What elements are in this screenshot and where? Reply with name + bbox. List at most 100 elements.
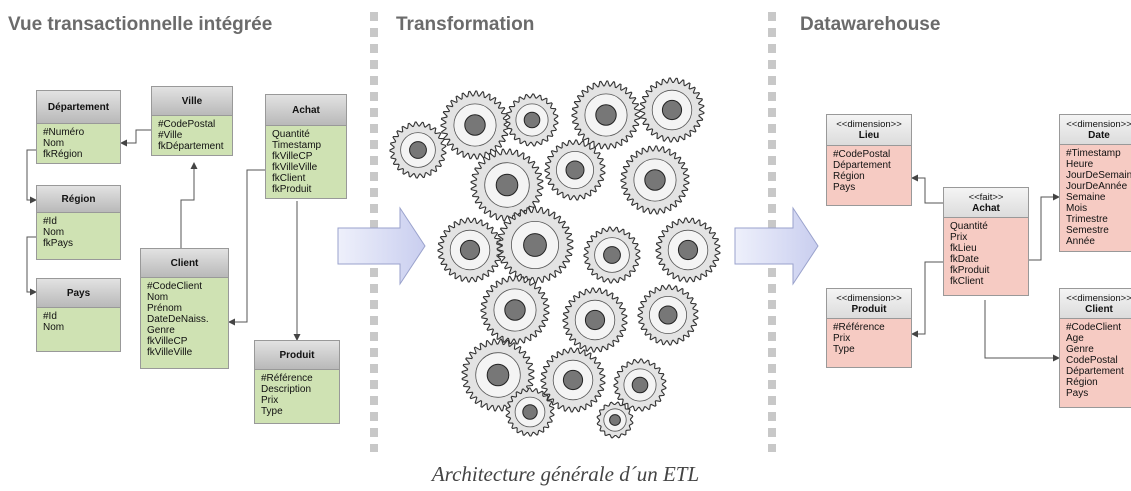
table-field: fkLieu: [950, 243, 977, 254]
gear-hub: [504, 299, 526, 321]
table-field: Heure: [1066, 159, 1094, 170]
gear-hub: [644, 169, 666, 191]
table-field: fkVilleCP: [272, 151, 313, 162]
table-field: fkDate: [950, 254, 979, 265]
table-field: Nom: [43, 322, 65, 333]
table-header: Produit: [255, 341, 339, 370]
gear-hub: [409, 141, 427, 159]
table-field: #Timestamp: [1066, 148, 1121, 159]
table-field: fkRégion: [43, 149, 83, 160]
table-header: Pays: [37, 279, 120, 308]
table-field: Age: [1066, 333, 1084, 344]
table-header: <<dimension>> Lieu: [827, 115, 911, 146]
table-field: Quantité: [950, 221, 988, 232]
table-field: Année: [1066, 236, 1095, 247]
gear-hub: [523, 233, 547, 257]
table-header: <<dimension>> Produit: [827, 289, 911, 319]
table-field: Trimestre: [1066, 214, 1108, 225]
table-field: #CodeClient: [1066, 322, 1122, 333]
table-field: fkVilleVille: [272, 162, 318, 173]
gear-hub: [495, 173, 519, 197]
table-field: Semaine: [1066, 192, 1106, 203]
table-field: Nom: [43, 227, 65, 238]
table-field: Région: [833, 171, 865, 182]
gear-hub: [562, 369, 584, 391]
table-field: #CodePostal: [833, 149, 891, 160]
flow-arrow-to-transformation: [337, 206, 426, 286]
table-field: Pays: [833, 182, 856, 193]
table-field: JourDeAnnée: [1066, 181, 1128, 192]
gear-hub: [661, 99, 683, 121]
gear-hub: [459, 239, 481, 261]
gear-hub: [631, 376, 649, 394]
gear-hub: [522, 404, 538, 420]
gear-hub: [609, 414, 621, 426]
table-field: #Id: [43, 311, 57, 322]
table-header: <<fait>> Achat: [944, 188, 1028, 218]
table-stereotype: <<dimension>>: [836, 292, 902, 304]
link-fait-date: [1029, 193, 1060, 261]
table-stereotype: <<dimension>>: [1066, 118, 1131, 130]
link-ville-departement: [120, 129, 151, 147]
gear-hub: [658, 305, 678, 325]
flow-arrow-to-datawarehouse: [734, 206, 819, 286]
table-field: Type: [261, 406, 283, 417]
table-field: fkProduit: [950, 265, 990, 276]
table-field: Prix: [833, 333, 851, 344]
link-fait-client: [984, 300, 1060, 362]
table-header: Région: [37, 186, 120, 213]
link-departement-region: [26, 149, 37, 204]
table-name: Produit: [851, 303, 887, 315]
link-fait-produit: [911, 261, 943, 338]
table-field: #Référence: [833, 322, 885, 333]
gears-illustration: [389, 77, 721, 439]
table-field: fkProduit: [272, 184, 312, 195]
table-field: fkVilleCP: [147, 336, 188, 347]
table-field: #CodePostal: [158, 119, 216, 130]
table-field: #Numéro: [43, 127, 85, 138]
table-field: fkVilleVille: [147, 347, 193, 358]
table-field: fkPays: [43, 238, 74, 249]
table-header: <<dimension>> Client: [1060, 289, 1131, 319]
table-stereotype: <<dimension>>: [836, 119, 902, 130]
table-field: Quantité: [272, 129, 310, 140]
gear-hub: [523, 111, 541, 129]
table-field: Pays: [1066, 388, 1089, 399]
table-field: fkClient: [272, 173, 306, 184]
table-field: #Référence: [261, 373, 313, 384]
table-field: Description: [261, 384, 312, 395]
table-field: Prix: [261, 395, 279, 406]
gear-hub: [486, 363, 510, 387]
table-field: DateDeNaiss.: [147, 314, 209, 325]
table-stereotype: <<fait>>: [968, 191, 1004, 203]
table-header: Département: [37, 91, 120, 124]
table-field: Nom: [147, 292, 169, 303]
table-field: Nom: [43, 138, 65, 149]
table-field: Prénom: [147, 303, 183, 314]
table-field: JourDeSemaine: [1066, 170, 1131, 181]
link-achat-client: [228, 169, 265, 326]
link-region-pays: [26, 236, 37, 296]
table-name: Achat: [972, 202, 1000, 214]
table-field: Région: [1066, 377, 1098, 388]
link-fait-lieu: [911, 174, 943, 204]
